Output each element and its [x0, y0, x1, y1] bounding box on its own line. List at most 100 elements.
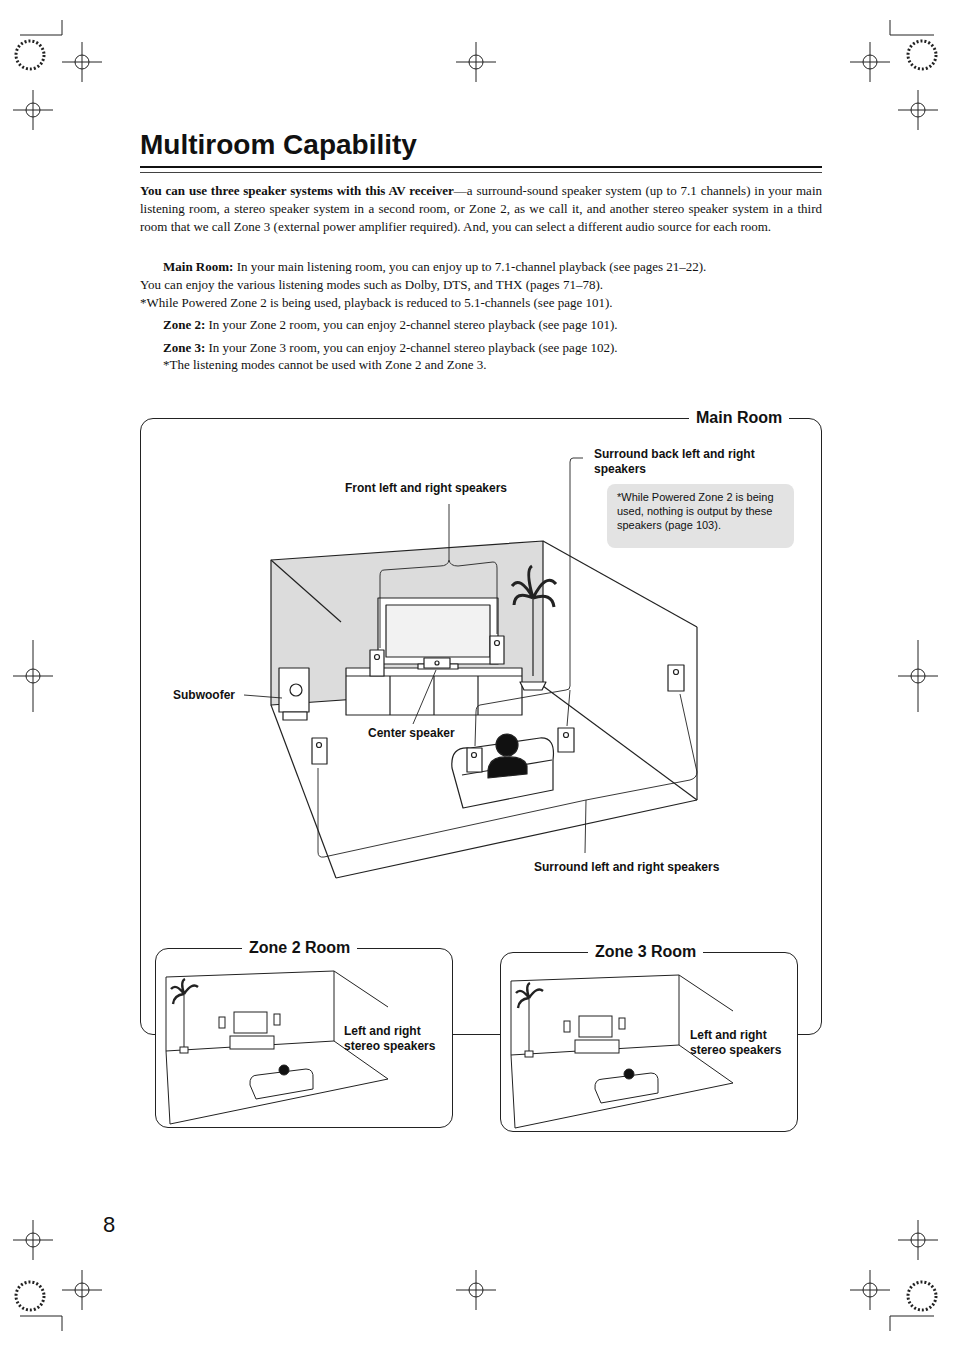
- palm-pot: [525, 1051, 533, 1057]
- tv-cabinet: [575, 1040, 619, 1053]
- lead-in: You can use three speaker systems with t…: [140, 183, 454, 198]
- stereo-speaker: [564, 1021, 570, 1032]
- surround-speaker: [317, 743, 322, 748]
- crosshair: [850, 1270, 890, 1310]
- palm-trunk: [184, 994, 185, 1047]
- subwoofer: [290, 684, 302, 696]
- wall-edge: [543, 541, 697, 627]
- front-speaker: [495, 641, 500, 646]
- palm-trunk: [529, 998, 530, 1051]
- crosshair: [82, 1270, 83, 1310]
- page-title: Multiroom Capability: [140, 128, 417, 162]
- corner-rosette: [16, 41, 44, 69]
- trim-lines: [20, 1316, 62, 1317]
- registration-marks: [13, 20, 938, 1331]
- palm-plant: [520, 682, 546, 690]
- trim-lines: [62, 20, 63, 35]
- listener: [488, 734, 527, 778]
- zone-room-box: Zone 2 RoomLeft and right stereo speaker…: [155, 948, 453, 1128]
- surround-back-leader: [475, 458, 583, 746]
- trim-lines: [20, 35, 62, 36]
- trim-lines: [890, 1316, 934, 1317]
- trim-lines: [20, 20, 934, 1331]
- note-box: *While Powered Zone 2 is being used, not…: [607, 484, 794, 548]
- listener: [624, 1069, 634, 1079]
- body-paragraph: *While Powered Zone 2 is being used, pla…: [140, 294, 822, 312]
- lead-in: Zone 2:: [163, 317, 205, 332]
- body-paragraph: You can enjoy the various listening mode…: [140, 276, 822, 294]
- crosshair: [476, 1270, 477, 1310]
- subwoofer: [279, 668, 309, 720]
- front-leader: [380, 504, 497, 648]
- body-paragraph: *The listening modes cannot be used with…: [163, 356, 822, 374]
- center-leader: [413, 670, 436, 724]
- body-paragraph: Main Room: In your main listening room, …: [163, 258, 822, 276]
- palm-fronds: [516, 983, 543, 1008]
- crosshair: [870, 1270, 871, 1310]
- front-speaker: [490, 636, 504, 664]
- television: [378, 598, 498, 669]
- front-speaker: [375, 655, 380, 660]
- listener: [279, 1065, 289, 1075]
- crosshair: [918, 1220, 919, 1260]
- body-text: *The listening modes cannot be used with…: [163, 357, 486, 372]
- crosshair: [456, 1270, 496, 1310]
- trim-lines: [890, 1316, 891, 1331]
- body-paragraph: Zone 3: In your Zone 3 room, you can enj…: [163, 339, 822, 357]
- speaker-label: Left and right stereo speakers: [690, 1028, 796, 1058]
- center-speaker: [435, 661, 439, 665]
- room-heading: Zone 2 Room: [242, 938, 357, 958]
- corner-rosette: [908, 41, 936, 69]
- room-heading: Main Room: [689, 408, 789, 428]
- body-text: In your Zone 3 room, you can enjoy 2-cha…: [209, 340, 618, 355]
- trim-lines: [890, 35, 934, 36]
- crosshair: [870, 42, 871, 82]
- zone-room-box: Zone 3 RoomLeft and right stereo speaker…: [500, 952, 798, 1132]
- center-speaker: [424, 658, 450, 668]
- crosshair: [62, 1270, 102, 1310]
- television: [378, 598, 498, 664]
- surround-back-speaker: [467, 728, 574, 772]
- surround-speaker: [668, 665, 684, 691]
- trim-lines: [890, 20, 891, 35]
- crosshair: [476, 42, 477, 82]
- crosshair: [918, 640, 919, 712]
- room-heading: Zone 3 Room: [588, 942, 703, 962]
- crosshair: [13, 640, 53, 712]
- wall-edge: [334, 971, 388, 1007]
- surround-back-speaker: [467, 748, 482, 772]
- subwoofer: [283, 712, 307, 720]
- corner-rosette: [908, 1282, 936, 1310]
- title-rule: [140, 166, 822, 168]
- floor-edge: [271, 705, 336, 878]
- lead-in: Zone 3:: [163, 340, 205, 355]
- wall-edge: [679, 975, 733, 1011]
- title-rule: [140, 167, 822, 173]
- page-number: 8: [103, 1212, 115, 1238]
- surround-speaker: [312, 738, 327, 764]
- speaker-label: Center speaker: [368, 726, 488, 741]
- palm-plant: [512, 566, 556, 690]
- body-text: In your main listening room, you can enj…: [237, 259, 707, 274]
- crosshair: [33, 90, 34, 130]
- television: [234, 1012, 267, 1033]
- surround-speaker: [312, 665, 684, 764]
- back-wall: [166, 971, 334, 1051]
- trim-lines: [62, 1316, 63, 1331]
- television: [386, 605, 490, 657]
- body-text: In your Zone 2 room, you can enjoy 2-cha…: [209, 317, 618, 332]
- wall-edge: [271, 560, 341, 622]
- lead-in: Main Room:: [163, 259, 233, 274]
- crosshair: [850, 42, 890, 82]
- crosshair: [33, 640, 34, 712]
- listener: [488, 757, 527, 778]
- palm-fronds: [171, 979, 198, 1004]
- surround-back-speaker: [558, 728, 574, 752]
- tv-cabinet: [477, 676, 478, 715]
- stereo-speaker: [619, 1018, 625, 1029]
- crosshair: [82, 42, 83, 82]
- surround-speaker: [674, 670, 679, 675]
- speaker-label: Surround back left and right speakers: [594, 447, 776, 477]
- speaker-label: Subwoofer: [173, 688, 253, 703]
- back-wall: [511, 975, 679, 1055]
